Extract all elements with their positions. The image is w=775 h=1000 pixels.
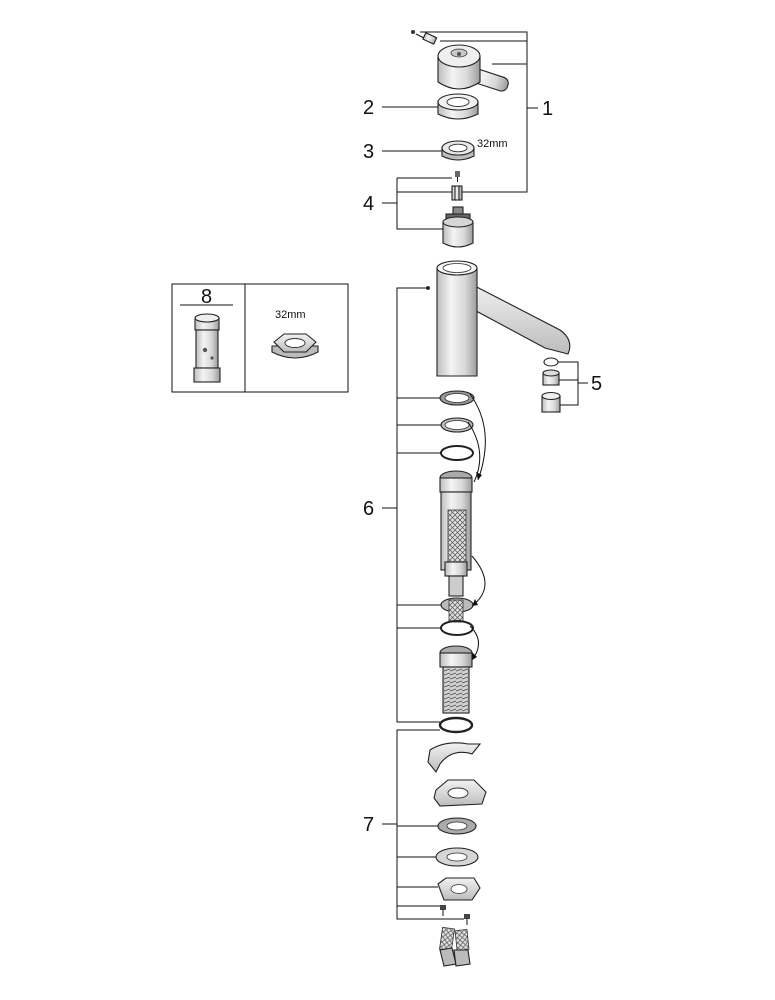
handle-group bbox=[397, 30, 538, 193]
callout-2: 2 bbox=[363, 97, 374, 119]
callout-5: 5 bbox=[591, 373, 602, 395]
callout-6: 6 bbox=[363, 498, 374, 520]
fixing-bracket-part bbox=[437, 877, 481, 901]
faucet-body-part bbox=[436, 260, 571, 377]
spare-parts-inset: 8 32mm bbox=[171, 283, 349, 393]
o-ring-part bbox=[440, 597, 474, 623]
mounting-group bbox=[382, 716, 487, 967]
callout-7: 7 bbox=[363, 814, 374, 836]
aerator-seal-part bbox=[543, 357, 559, 367]
fixing-screw-part bbox=[464, 914, 470, 925]
cartridge-nut-part bbox=[441, 140, 475, 161]
inset-nut-size-label: 32mm bbox=[275, 309, 306, 321]
reinforcing-plate-part bbox=[433, 779, 487, 807]
shank-group bbox=[382, 287, 486, 723]
metal-washer-part bbox=[435, 847, 479, 867]
rubber-washer-part bbox=[437, 817, 477, 835]
filter-shank-part bbox=[439, 470, 473, 597]
supply-hoses-part bbox=[439, 926, 471, 967]
extension-sleeve-part bbox=[193, 313, 221, 383]
cartridge-group bbox=[382, 171, 474, 248]
aerator-group bbox=[541, 357, 588, 413]
nut-size-label: 32mm bbox=[477, 138, 508, 150]
callout-3: 3 bbox=[363, 141, 374, 163]
set-screw-part bbox=[411, 30, 438, 45]
horseshoe-washer-part bbox=[427, 742, 482, 774]
threaded-shank-part bbox=[439, 645, 473, 714]
o-ring-part bbox=[439, 390, 475, 406]
o-ring-part bbox=[440, 620, 474, 636]
fixing-screw-part bbox=[440, 905, 446, 916]
lever-handle-part bbox=[437, 44, 509, 92]
aerator-insert-part bbox=[542, 369, 560, 386]
callout-1: 1 bbox=[542, 98, 553, 120]
o-ring-part bbox=[440, 445, 474, 461]
aerator-housing-part bbox=[541, 391, 561, 413]
o-ring-part bbox=[438, 716, 474, 734]
inset-nut-part bbox=[271, 333, 319, 359]
callout-4: 4 bbox=[363, 193, 374, 215]
small-screw-part bbox=[455, 171, 460, 182]
cartridge-part bbox=[442, 206, 474, 248]
callout-8: 8 bbox=[201, 286, 212, 308]
spline-adapter-part bbox=[451, 185, 463, 201]
cover-cap-part bbox=[437, 93, 479, 120]
o-ring-part bbox=[440, 417, 474, 433]
